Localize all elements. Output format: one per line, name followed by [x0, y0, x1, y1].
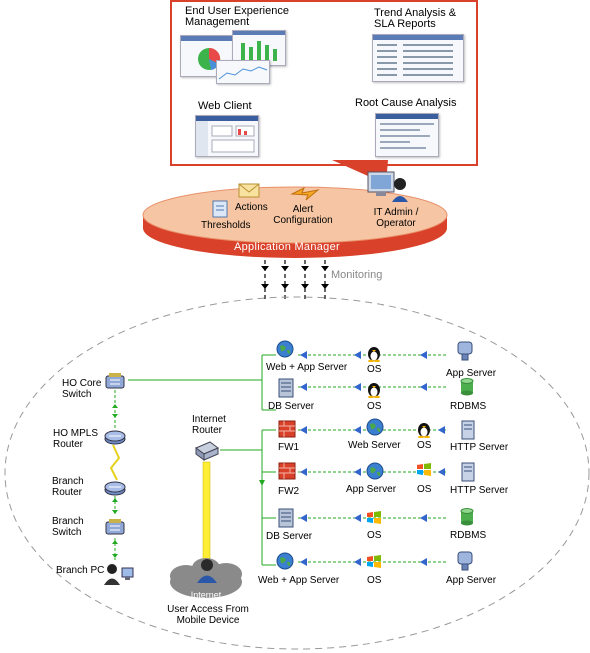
alert-configuration-label: Alert Configuration: [273, 204, 333, 226]
user-access-label: User Access From Mobile Device: [167, 604, 249, 626]
firewall-icon: [278, 420, 296, 438]
server-rack-icon: [278, 378, 294, 398]
trend-analysis-label: Trend Analysis & SLA Reports: [374, 7, 457, 30]
internet-router-icon: [195, 441, 219, 461]
eue-screenshot-thumbnail-3: [216, 60, 270, 84]
cloud-label: Internet: [190, 590, 222, 600]
trend-report-thumbnail: [372, 34, 464, 82]
globe-icon: [276, 340, 294, 358]
server-rack-icon: [278, 508, 294, 528]
linux-penguin-icon: [418, 423, 430, 438]
row1-os-label: OS: [367, 364, 382, 375]
http-server-icon: [461, 420, 475, 440]
thresholds-label: Thresholds: [201, 220, 251, 231]
it-admin-operator-label: IT Admin / Operator: [373, 207, 419, 229]
row2-source-label: RDBMS: [450, 401, 487, 412]
pie-chart-icon: [181, 36, 241, 70]
lightning-alert-icon: [290, 186, 320, 201]
http-server-icon: [461, 462, 475, 482]
internet-router-label: Internet Router: [192, 414, 226, 436]
mobile-user-icon: [197, 559, 217, 583]
row6-os-label: OS: [367, 575, 382, 586]
row5-os-label: OS: [367, 530, 382, 541]
root-cause-thumbnail: [375, 113, 439, 157]
row6-target-label: Web + App Server: [258, 575, 340, 586]
row3-middle-label: Web Server: [348, 440, 401, 451]
ho-core-switch-icon: [105, 373, 125, 389]
monitoring-label: Monitoring: [331, 269, 383, 281]
branch-router-label: Branch Router: [52, 476, 84, 498]
row4-middle-label: App Server: [346, 484, 397, 495]
web-client-thumbnail: [195, 115, 259, 157]
branch-pc-icon: [104, 564, 134, 585]
computer-operator-icon: [367, 171, 408, 202]
row1-source-label: App Server: [446, 368, 497, 379]
row4-source-label: HTTP Server: [450, 485, 509, 496]
app-server-icon: [457, 551, 473, 571]
row2-os-label: OS: [367, 401, 382, 412]
windows-logo-icon: [417, 463, 431, 476]
web-client-label: Web Client: [198, 100, 252, 112]
row5-source-label: RDBMS: [450, 530, 487, 541]
ho-mpls-router-label: HO MPLS Router: [53, 428, 99, 450]
row4-os-label: OS: [417, 484, 432, 495]
branch-pc-label: Branch PC: [56, 565, 105, 576]
end-user-experience-label: End User Experience Management: [185, 5, 289, 28]
globe-icon: [276, 552, 294, 570]
branch-switch-label: Branch Switch: [52, 516, 84, 538]
app-server-icon: [457, 341, 473, 361]
monitoring-arrows: [261, 260, 329, 300]
windows-logo-icon: [367, 511, 381, 524]
envelope-icon: [238, 183, 260, 198]
application-manager-label: Application Manager: [234, 241, 340, 253]
ho-mpls-router-icon: [104, 430, 126, 445]
windows-logo-icon: [367, 555, 381, 568]
branch-switch-icon: [105, 519, 125, 535]
linux-penguin-icon: [368, 383, 380, 398]
row5-target-label: DB Server: [266, 531, 313, 542]
branch-router-icon: [104, 481, 126, 496]
row3-target-label: FW1: [278, 442, 300, 453]
row4-target-label: FW2: [278, 486, 300, 497]
row1-target-label: Web + App Server: [266, 362, 348, 373]
globe-icon: [366, 462, 384, 480]
root-cause-label: Root Cause Analysis: [355, 97, 457, 109]
database-icon: [460, 378, 474, 396]
row3-source-label: HTTP Server: [450, 442, 509, 453]
database-icon: [460, 508, 474, 526]
globe-icon: [366, 418, 384, 436]
linux-penguin-icon: [368, 347, 380, 362]
ho-core-switch-label: HO Core Switch: [62, 378, 102, 400]
actions-label: Actions: [235, 202, 268, 213]
row6-source-label: App Server: [446, 575, 497, 586]
firewall-icon: [278, 462, 296, 480]
row2-target-label: DB Server: [268, 401, 315, 412]
document-icon: [212, 200, 228, 218]
row3-os-label: OS: [417, 440, 432, 451]
